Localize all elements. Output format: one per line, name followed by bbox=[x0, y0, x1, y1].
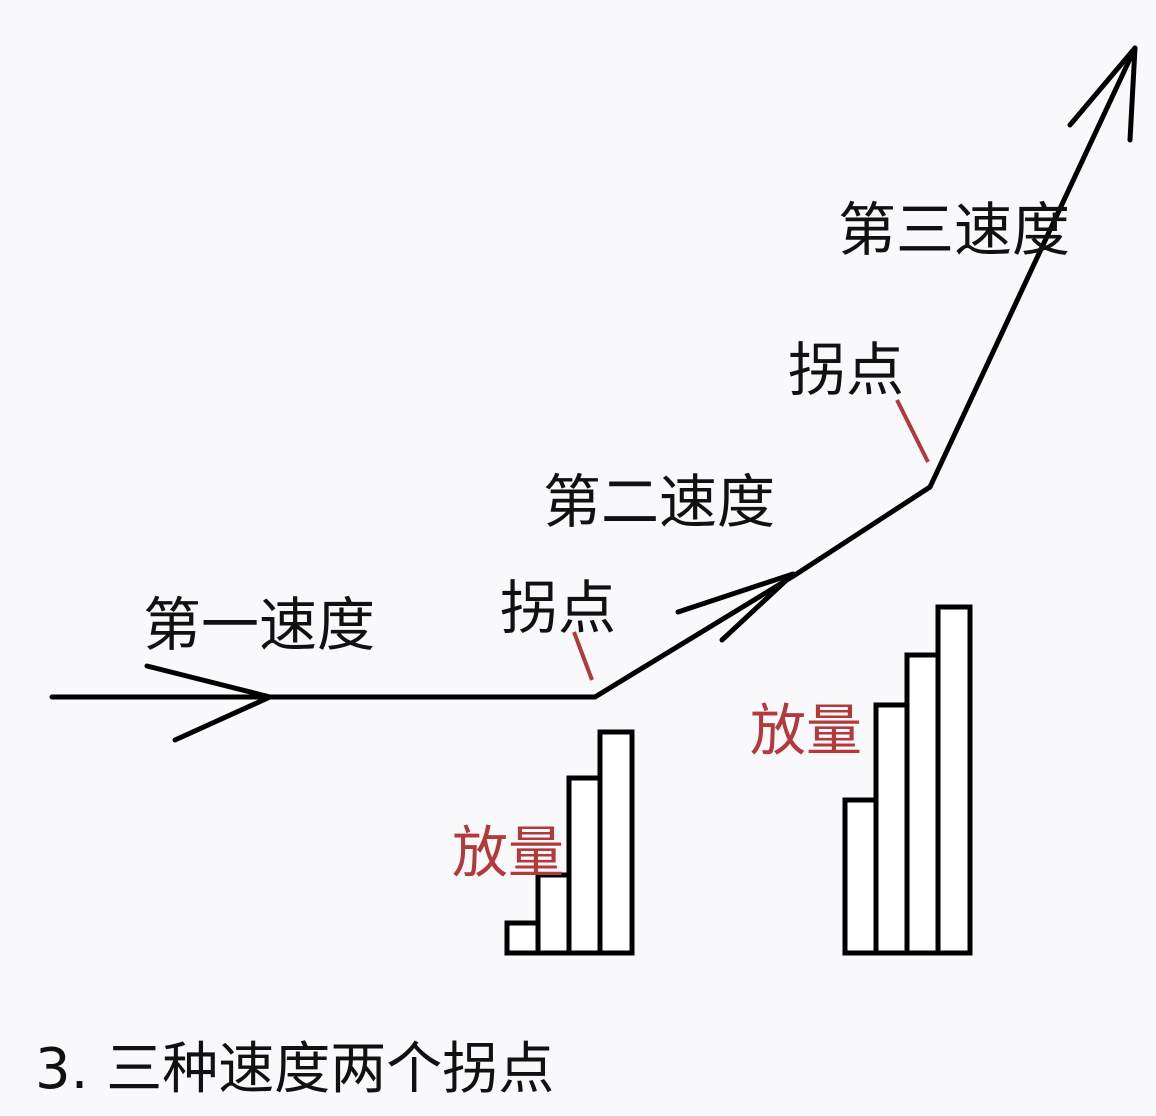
volume-bar bbox=[566, 775, 603, 956]
volume-bars-1 bbox=[504, 729, 635, 956]
volume-bars-2 bbox=[842, 604, 973, 956]
label-speed-2: 第二速度 bbox=[543, 468, 775, 536]
inflection-pointer-1 bbox=[572, 631, 594, 681]
inflection-pointer-2 bbox=[895, 399, 930, 463]
arrow-chevron-2 bbox=[675, 571, 796, 643]
label-volume-2: 放量 bbox=[750, 699, 862, 764]
volume-bar bbox=[535, 872, 572, 956]
arrow-chevron-1 bbox=[144, 663, 273, 743]
volume-bar bbox=[935, 604, 973, 956]
volume-bar bbox=[504, 920, 541, 956]
label-inflection-1: 拐点 bbox=[500, 574, 616, 642]
label-volume-1: 放量 bbox=[452, 821, 564, 886]
volume-bar bbox=[904, 652, 941, 956]
label-speed-3: 第三速度 bbox=[838, 196, 1070, 264]
volume-bar bbox=[842, 797, 879, 956]
volume-bar bbox=[873, 702, 910, 956]
label-inflection-2: 拐点 bbox=[788, 336, 904, 404]
label-speed-1: 第一速度 bbox=[143, 591, 375, 659]
caption: 3. 三种速度两个拐点 bbox=[35, 1037, 554, 1102]
volume-bar bbox=[597, 729, 635, 956]
arrow-head-top bbox=[1067, 45, 1138, 143]
